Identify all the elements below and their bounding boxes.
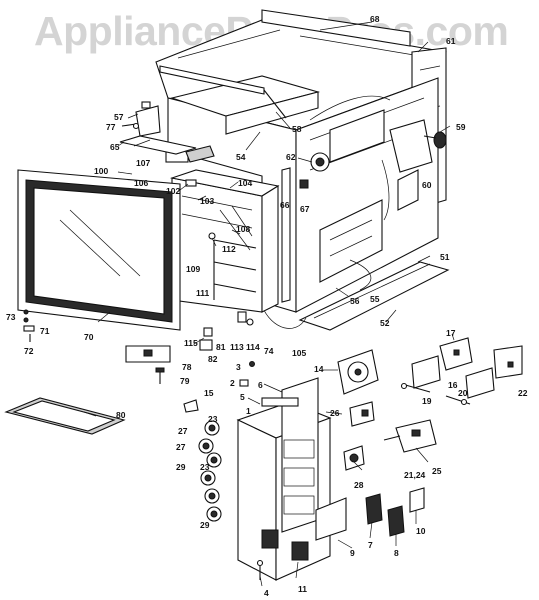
top-bracket: [159, 65, 287, 119]
callout-107: 107: [136, 158, 150, 168]
control-panel: [236, 377, 347, 581]
callout-72: 72: [24, 346, 34, 356]
callout-23b: 23: [200, 462, 210, 472]
door-latch: [125, 327, 213, 384]
callout-79: 79: [180, 376, 190, 386]
callout-80: 80: [116, 410, 126, 420]
callout-52: 52: [380, 318, 390, 328]
callout-112: 112: [222, 244, 236, 254]
callout-17: 17: [446, 328, 456, 338]
callout-27b: 27: [176, 442, 186, 452]
callout-74: 74: [264, 346, 274, 356]
callout-58: 58: [292, 124, 302, 134]
callout-16: 16: [448, 380, 458, 390]
leader-lines: [83, 21, 455, 587]
callout-1: 1: [246, 406, 251, 416]
callout-labels: 68 61 57 77 58 59 65 54 62 107 100 106 1…: [6, 14, 528, 598]
callout-67: 67: [300, 204, 310, 214]
callout-115: 115: [184, 338, 198, 348]
callout-66: 66: [280, 200, 290, 210]
callout-2: 2: [230, 378, 235, 388]
callout-114: 114: [246, 342, 260, 352]
blower-fan: [389, 119, 447, 173]
callout-15: 15: [204, 388, 214, 398]
callout-51: 51: [440, 252, 450, 262]
callout-25: 25: [432, 466, 442, 476]
callout-111: 111: [196, 288, 210, 298]
callout-105: 105: [292, 348, 306, 358]
callout-113: 113: [230, 342, 244, 352]
callout-108: 108: [236, 224, 250, 234]
waveguide-cover: [170, 75, 321, 135]
callout-54: 54: [236, 152, 246, 162]
callout-55: 55: [370, 294, 380, 304]
callout-73: 73: [6, 312, 16, 322]
callout-103: 103: [200, 196, 214, 206]
callout-6: 6: [258, 380, 263, 390]
callout-23a: 23: [208, 414, 218, 424]
callout-82: 82: [208, 354, 218, 364]
callout-5: 5: [240, 392, 245, 402]
callout-100: 100: [94, 166, 108, 176]
callout-11: 11: [298, 584, 307, 594]
callout-68: 68: [370, 14, 380, 24]
callout-70: 70: [84, 332, 94, 342]
callout-7: 7: [368, 540, 373, 550]
callout-106: 106: [134, 178, 148, 188]
callout-77: 77: [106, 122, 116, 132]
callout-59: 59: [456, 122, 466, 132]
callout-28: 28: [354, 480, 364, 490]
cover-clip: [409, 487, 425, 513]
oven-cavity: [119, 135, 280, 326]
interlock-switches: [400, 337, 523, 406]
callout-26: 26: [330, 408, 340, 418]
callout-29b: 29: [200, 520, 210, 530]
oven-door: [17, 169, 181, 331]
relay-board: [349, 401, 375, 427]
micro-switches: [365, 493, 405, 537]
callout-102: 102: [166, 186, 180, 196]
callout-9: 9: [350, 548, 355, 558]
callout-60: 60: [422, 180, 432, 190]
callout-10: 10: [416, 526, 426, 536]
callout-22: 22: [518, 388, 528, 398]
small-fasteners: [183, 361, 255, 413]
callout-8: 8: [394, 548, 399, 558]
callout-27a: 27: [178, 426, 188, 436]
callout-2124: 21,24: [404, 470, 426, 480]
callout-19: 19: [422, 396, 432, 406]
thermal-cutout: [343, 445, 365, 471]
callout-56: 56: [350, 296, 360, 306]
callout-14: 14: [314, 364, 324, 374]
callout-61: 61: [446, 36, 456, 46]
hinge-assembly: [121, 101, 161, 137]
callout-57: 57: [114, 112, 124, 122]
wire-harness: [261, 95, 391, 329]
callout-71: 71: [40, 326, 50, 336]
control-knobs: [198, 420, 222, 522]
callout-104: 104: [238, 178, 252, 188]
callout-78: 78: [182, 362, 192, 372]
grease-filter: [4, 397, 126, 435]
callout-4: 4: [264, 588, 269, 598]
callout-29a: 29: [176, 462, 186, 472]
callout-3: 3: [236, 362, 241, 372]
switch-bracket: [383, 419, 437, 453]
timer-module: [337, 349, 379, 395]
callout-62: 62: [286, 152, 296, 162]
callout-20: 20: [458, 388, 468, 398]
callout-81: 81: [216, 342, 226, 352]
callout-109: 109: [186, 264, 200, 274]
door-screws: [23, 309, 35, 342]
control-components: [281, 152, 419, 303]
callout-65: 65: [110, 142, 120, 152]
